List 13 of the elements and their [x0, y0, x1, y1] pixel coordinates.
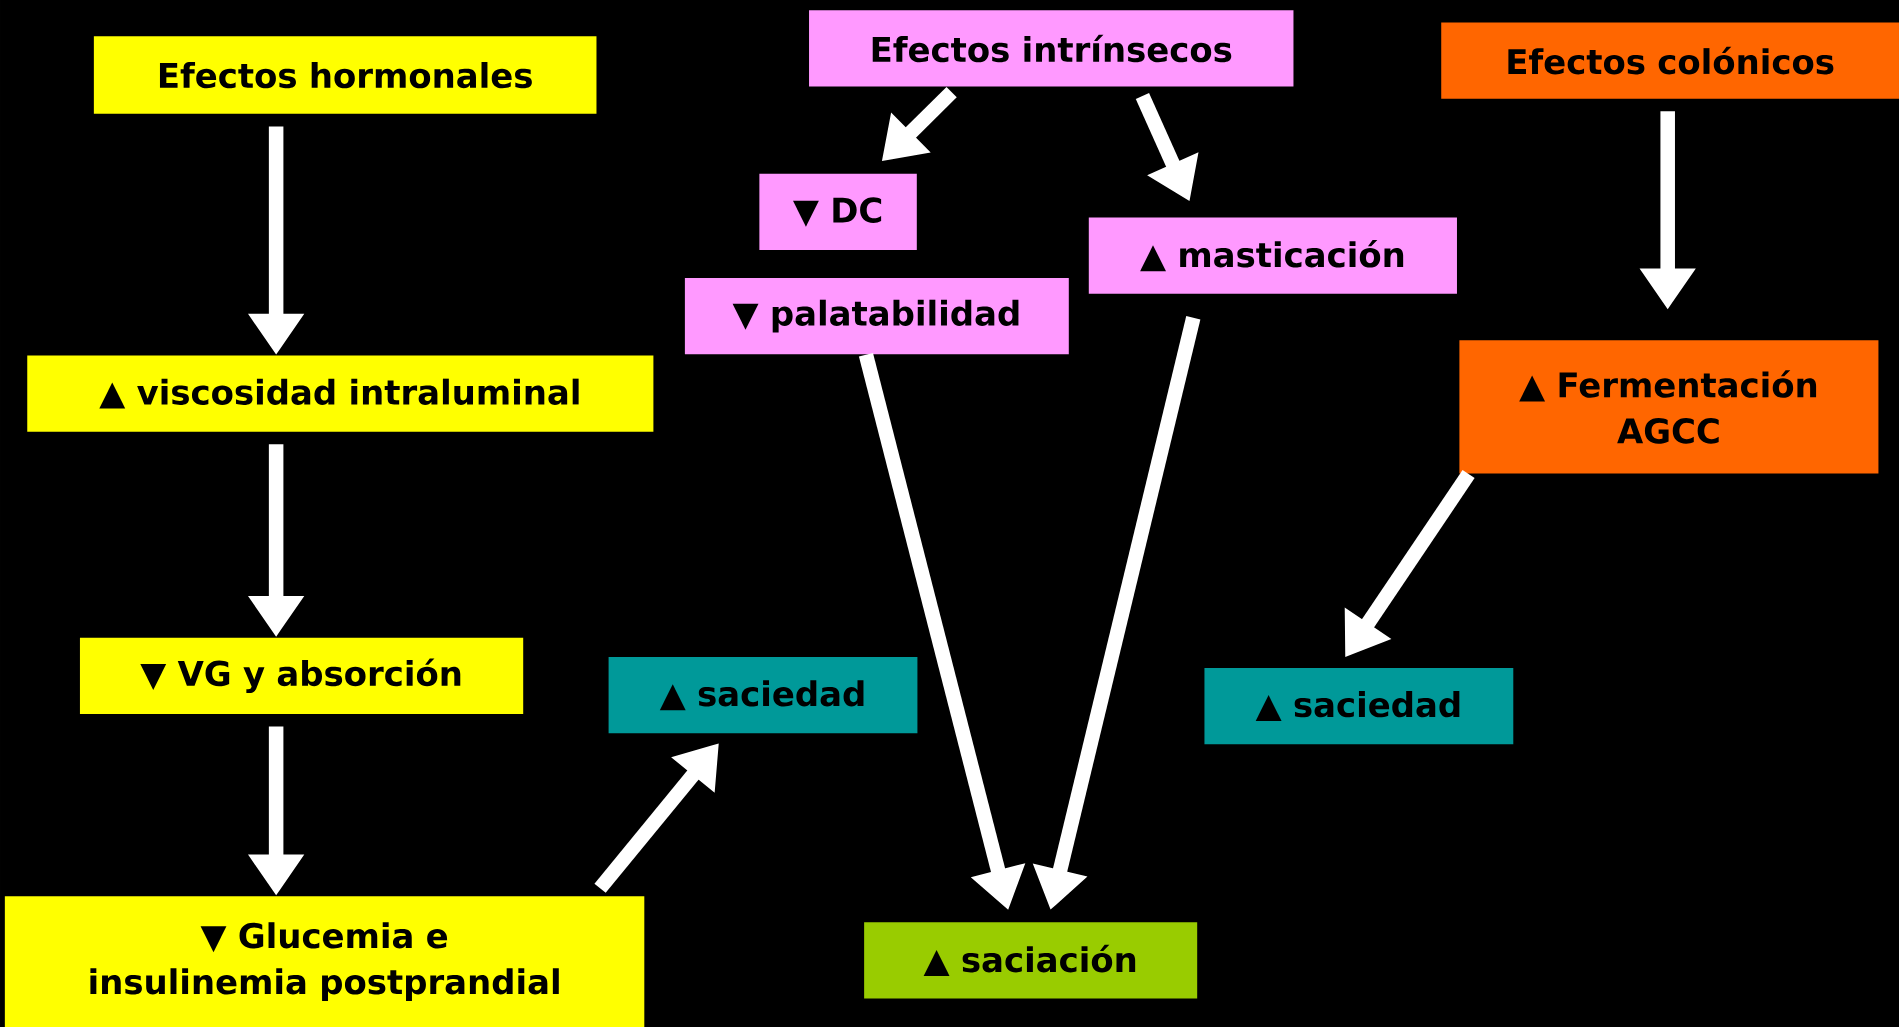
label-box: Efectos intrínsecos: [809, 10, 1294, 87]
label-box: ▲ saciedad: [608, 657, 918, 734]
label-box: Efectos colónicos: [1441, 22, 1899, 99]
label-box: ▼ VG y absorción: [79, 637, 524, 714]
label-box: ▲ saciación: [864, 922, 1198, 999]
label-box: ▼ palatabilidad: [684, 277, 1069, 355]
label-box: ▼ Glucemia e insulinemia postprandial: [4, 896, 645, 1027]
label-box: ▲ masticación: [1088, 217, 1457, 294]
label-box: ▲ viscosidad intraluminal: [27, 355, 654, 432]
label-box: Efectos hormonales: [93, 36, 597, 114]
label-box: ▼ DC: [759, 173, 917, 251]
label-box: ▲ saciedad: [1204, 667, 1514, 745]
label-box: ▲ Fermentación AGCC: [1459, 340, 1879, 474]
